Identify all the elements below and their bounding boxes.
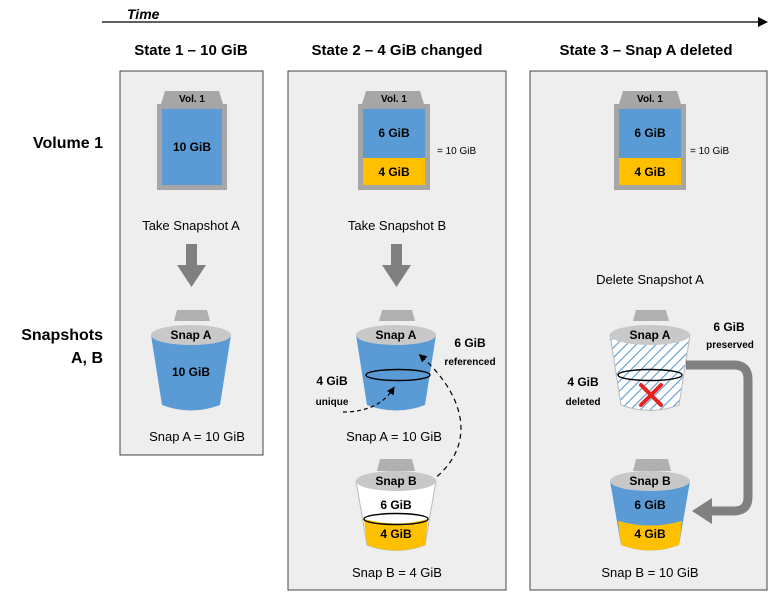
preserved-label: preserved: [706, 340, 754, 351]
volume-icon: Vol. 1 6 GiB 4 GiB: [358, 91, 430, 190]
action-delete-snapshot-a: Delete Snapshot A: [596, 272, 704, 287]
unique-arrow: [342, 386, 395, 413]
snapshot-b-preserved-size: 6 GiB: [634, 498, 666, 512]
referenced-size: 6 GiB: [454, 336, 486, 350]
snapshot-a-bucket: Snap A 10 GiB: [151, 310, 231, 411]
state-3: State 3 – Snap A deleted Vol. 1 6 GiB 4 …: [529, 42, 768, 591]
volume-size: 10 GiB: [173, 140, 211, 154]
row-label-volume: Volume 1: [33, 135, 103, 152]
volume-changed-size: 6 GiB: [378, 126, 410, 140]
action-take-snapshot-b: Take Snapshot B: [348, 218, 446, 233]
down-arrow: [382, 244, 411, 287]
volume-total: = 10 GiB: [437, 146, 477, 157]
snapshot-a-label: Snap A: [376, 328, 417, 342]
action-take-snapshot-a: Take Snapshot A: [142, 218, 240, 233]
referenced-label: referenced: [444, 357, 495, 368]
down-arrow: [177, 244, 206, 287]
deleted-size: 4 GiB: [567, 375, 599, 389]
state-2: State 2 – 4 GiB changed Vol. 1 6 GiB 4 G…: [287, 42, 507, 591]
reference-arrow: [418, 353, 462, 483]
unique-region-ring: [365, 368, 431, 382]
timeline-label: Time: [127, 6, 160, 22]
volume-total: = 10 GiB: [690, 146, 730, 157]
snapshot-a-caption: Snap A = 10 GiB: [149, 429, 245, 444]
unique-size: 4 GiB: [316, 374, 348, 388]
volume-changed-size: 6 GiB: [634, 126, 666, 140]
snapshot-a-label: Snap A: [630, 328, 671, 342]
volume-tab-label: Vol. 1: [637, 94, 663, 105]
deleted-snapshot-a-bucket: Snap A: [609, 310, 691, 411]
snapshot-b-label: Snap B: [375, 474, 417, 488]
state-1-title: State 1 – 10 GiB: [134, 42, 248, 59]
volume-tab-label: Vol. 1: [381, 94, 407, 105]
delete-x-icon: [639, 383, 663, 407]
snapshot-b-bucket: Snap B 6 GiB 4 GiB: [355, 459, 437, 551]
snapshot-a-size: 10 GiB: [172, 365, 210, 379]
unique-label: unique: [316, 397, 349, 408]
snapshot-b-referenced-size: 6 GiB: [380, 498, 412, 512]
snapshot-b-unique-size: 4 GiB: [634, 527, 666, 541]
volume-unchanged-size: 4 GiB: [378, 165, 410, 179]
snapshot-a-bucket: Snap A: [356, 310, 436, 411]
row-label-snapshots-ab: A, B: [71, 350, 103, 367]
snapshot-b-label: Snap B: [629, 474, 671, 488]
snapshot-b-unique-size: 4 GiB: [380, 527, 412, 541]
volume-tab-label: Vol. 1: [179, 94, 205, 105]
volume-icon: Vol. 1 6 GiB 4 GiB: [614, 91, 686, 190]
state-1: State 1 – 10 GiB Vol. 1 10 GiB Take Snap…: [119, 42, 264, 456]
snapshot-b-caption: Snap B = 4 GiB: [352, 565, 442, 580]
volume-icon: Vol. 1 10 GiB: [157, 91, 227, 190]
snapshot-a-caption: Snap A = 10 GiB: [346, 429, 442, 444]
volume-unchanged-size: 4 GiB: [634, 165, 666, 179]
state-3-title: State 3 – Snap A deleted: [559, 42, 732, 59]
deleted-label: deleted: [565, 397, 600, 408]
preserve-arrow: [686, 360, 753, 524]
snapshot-b-caption: Snap B = 10 GiB: [601, 565, 698, 580]
row-label-snapshots: Snapshots: [21, 327, 103, 344]
snapshot-b-bucket: Snap B 6 GiB 4 GiB: [610, 459, 690, 551]
state-2-title: State 2 – 4 GiB changed: [312, 42, 483, 59]
timeline: Time: [102, 6, 768, 27]
preserved-size: 6 GiB: [713, 320, 745, 334]
snapshot-a-label: Snap A: [171, 328, 212, 342]
